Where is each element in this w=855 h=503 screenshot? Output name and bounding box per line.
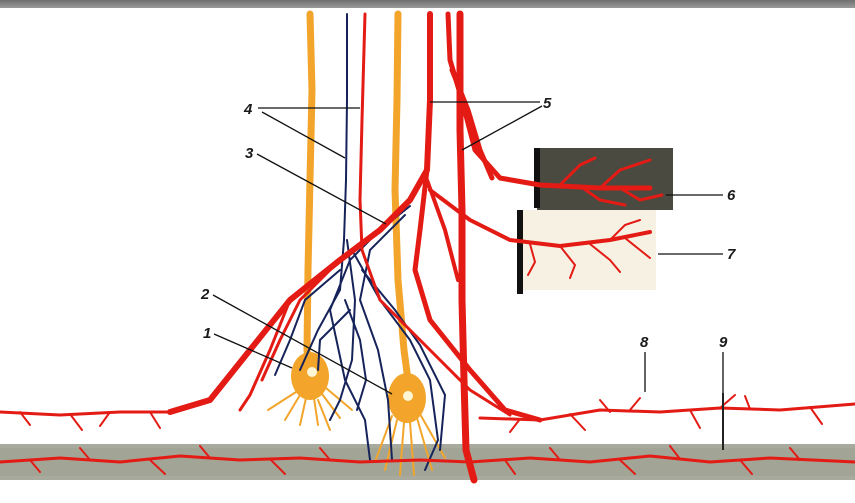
label-2: 2 (200, 286, 210, 303)
label-6: 6 (727, 187, 736, 204)
label-8: 8 (640, 334, 649, 351)
label-5: 5 (543, 95, 552, 112)
label-7: 7 (727, 246, 736, 263)
leader-3 (257, 154, 386, 224)
leader-5b (462, 106, 542, 150)
label-3: 3 (245, 145, 254, 162)
label-1: 1 (203, 325, 211, 342)
leader-4b (262, 112, 345, 158)
leader-2 (213, 295, 392, 394)
label-9: 9 (719, 334, 728, 351)
label-4: 4 (243, 101, 253, 118)
leader-1 (214, 334, 292, 368)
